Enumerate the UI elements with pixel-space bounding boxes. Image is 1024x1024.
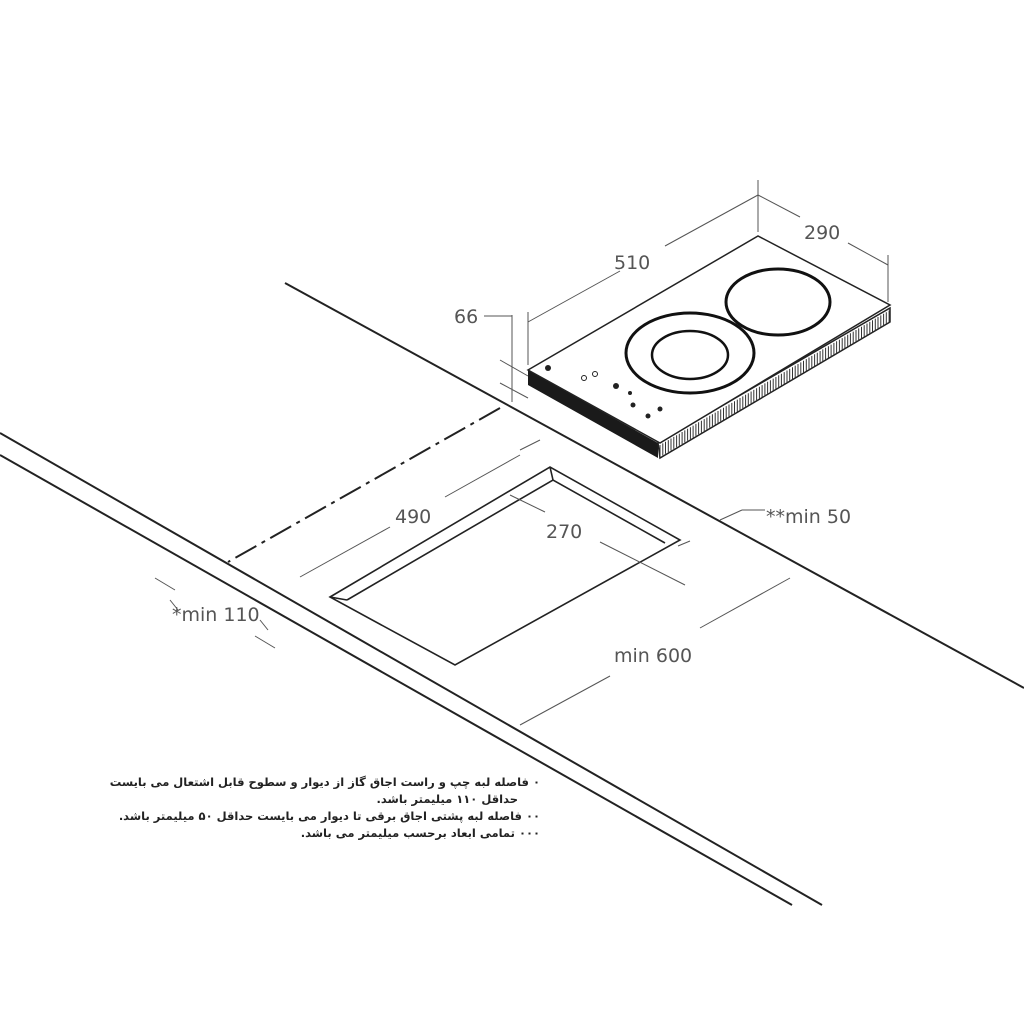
note-1-continued: حداقل ۱۱۰ میلیمتر باشد. — [376, 792, 518, 806]
vent-slats — [659, 310, 890, 457]
cutout — [328, 466, 682, 666]
countertop — [0, 282, 1024, 906]
installation-notes: ٠ فاصله لبه چپ و راست اجاق گاز از دیوار … — [109, 774, 540, 842]
dimension-min-back: **min 50 — [766, 506, 851, 528]
touch-controls-icon — [545, 365, 663, 419]
cutout-outline — [328, 466, 682, 666]
countertop-wall-line — [227, 407, 501, 563]
dimension-hob-height: 66 — [454, 306, 478, 328]
burner-large-icon — [724, 267, 832, 337]
dimension-cutout-depth: 270 — [546, 521, 582, 543]
countertop-front-edge-top — [0, 432, 823, 906]
dimension-min-side: *min 110 — [172, 604, 260, 626]
countertop-back-edge — [284, 282, 1024, 689]
hob-top-surface — [526, 235, 892, 444]
burner-dual-inner-icon — [650, 329, 730, 381]
burner-dual-outer-icon — [624, 311, 756, 395]
cutout-inner-edge — [346, 479, 666, 601]
dimension-lines — [154, 180, 889, 726]
dimension-cutout-width: 490 — [395, 506, 431, 528]
dimension-hob-depth: 290 — [804, 222, 840, 244]
dimension-hob-width: 510 — [614, 252, 650, 274]
note-2: ٠٠ فاصله لبه پشتی اجاق برقی تا دیوار می … — [118, 809, 540, 823]
hob — [526, 235, 892, 460]
note-1: ٠ فاصله لبه چپ و راست اجاق گاز از دیوار … — [109, 775, 540, 789]
dimension-min-counter-depth: min 600 — [614, 645, 692, 667]
countertop-front-edge-bottom — [0, 454, 793, 906]
note-3: ٠٠٠ تمامی ابعاد برحسب میلیمتر می باشد. — [300, 826, 540, 840]
